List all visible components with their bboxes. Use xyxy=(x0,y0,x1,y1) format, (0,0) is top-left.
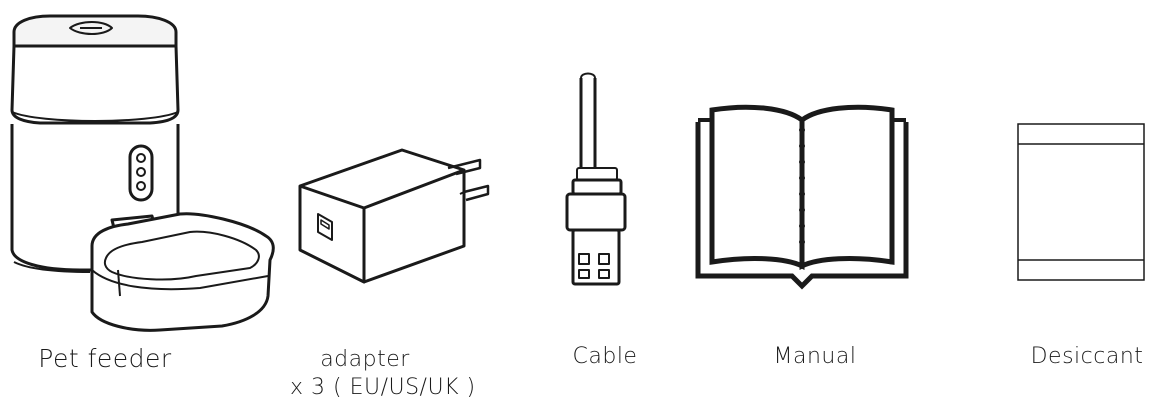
desiccant-pack-icon xyxy=(1017,123,1145,281)
pet-feeder-item: Pet feeder xyxy=(0,0,290,411)
manual-label: Manual xyxy=(773,344,857,369)
cable-label: Cable xyxy=(572,344,638,369)
desiccant-item: Desiccant xyxy=(1010,0,1164,411)
adapter-label-line2: x 3 ( EU/US/UK ) xyxy=(290,375,476,400)
desiccant-label: Desiccant xyxy=(1030,344,1144,369)
pet-feeder-label: Pet feeder xyxy=(38,344,172,373)
power-adapter-icon xyxy=(298,148,490,284)
cable-item: Cable xyxy=(545,0,665,411)
pet-feeder-icon xyxy=(10,14,275,332)
adapter-label-line1: adapter xyxy=(320,347,410,372)
usb-cable-icon xyxy=(565,72,627,286)
adapter-item: adapter x 3 ( EU/US/UK ) xyxy=(290,0,510,411)
adapter-label: adapter x 3 ( EU/US/UK ) xyxy=(290,346,476,402)
manual-item: Manual xyxy=(690,0,930,411)
manual-book-icon xyxy=(695,104,909,290)
